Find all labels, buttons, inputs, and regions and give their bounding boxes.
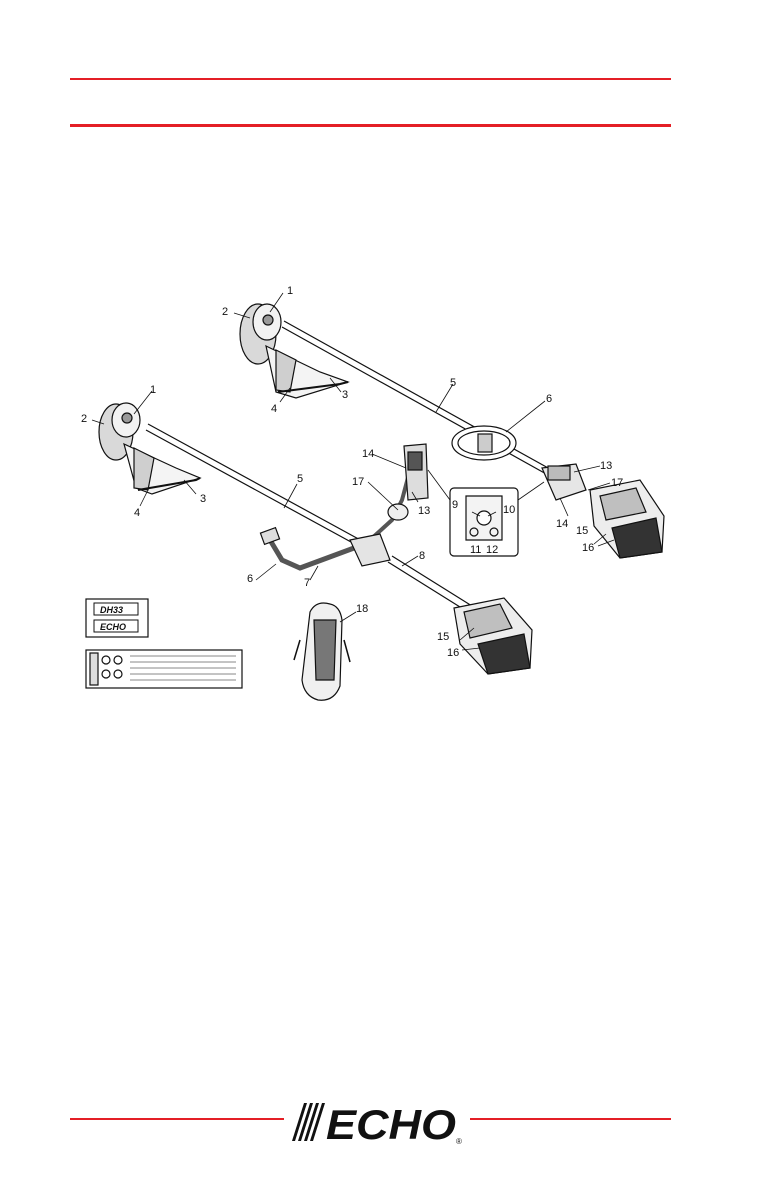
callout-bottom-14: 14 (362, 448, 374, 460)
callout-bottom-2: 2 (81, 413, 87, 425)
callout-top-1: 1 (287, 285, 293, 297)
callout-bottom-17: 17 (352, 476, 364, 488)
warning-label (86, 650, 242, 688)
callout-inset-11: 11 (470, 544, 481, 556)
callout-bottom-16: 16 (447, 647, 459, 659)
callout-bottom-6: 6 (247, 573, 253, 585)
callout-top-6: 6 (546, 393, 552, 405)
callout-bottom-15: 15 (437, 631, 449, 643)
callout-inset-12: 12 (486, 544, 498, 556)
callout-top-4: 4 (271, 403, 277, 415)
callout-top-17: 17 (611, 477, 623, 489)
callout-bottom-1: 1 (150, 384, 156, 396)
echo-logo: ECHO ® (284, 1099, 470, 1145)
callout-top-5: 5 (450, 377, 456, 389)
decal-brand: ECHO (100, 622, 126, 632)
callout-bottom-5: 5 (297, 473, 303, 485)
callout-bottom-18: 18 (356, 603, 368, 615)
callout-top-14: 14 (556, 518, 568, 530)
callout-bottom-3: 3 (200, 493, 206, 505)
callout-top-16: 16 (582, 542, 594, 554)
callout-top-13: 13 (600, 460, 612, 472)
logo-registered-mark: ® (456, 1137, 462, 1145)
callout-top-15: 15 (576, 525, 588, 537)
callout-inset-9: 9 (452, 499, 458, 511)
callout-bottom-4: 4 (134, 507, 140, 519)
harness (294, 603, 356, 700)
callout-inset-10: 10 (503, 504, 515, 516)
callout-bottom-8: 8 (419, 550, 425, 562)
callout-bottom-7: 7 (304, 577, 310, 589)
trimmer-top (234, 293, 664, 558)
callout-top-3: 3 (342, 389, 348, 401)
callout-bottom-13: 13 (418, 505, 430, 517)
callout-top-2: 2 (222, 306, 228, 318)
logo-wordmark: ECHO (326, 1101, 456, 1145)
decal-model: DH33 (100, 605, 123, 615)
